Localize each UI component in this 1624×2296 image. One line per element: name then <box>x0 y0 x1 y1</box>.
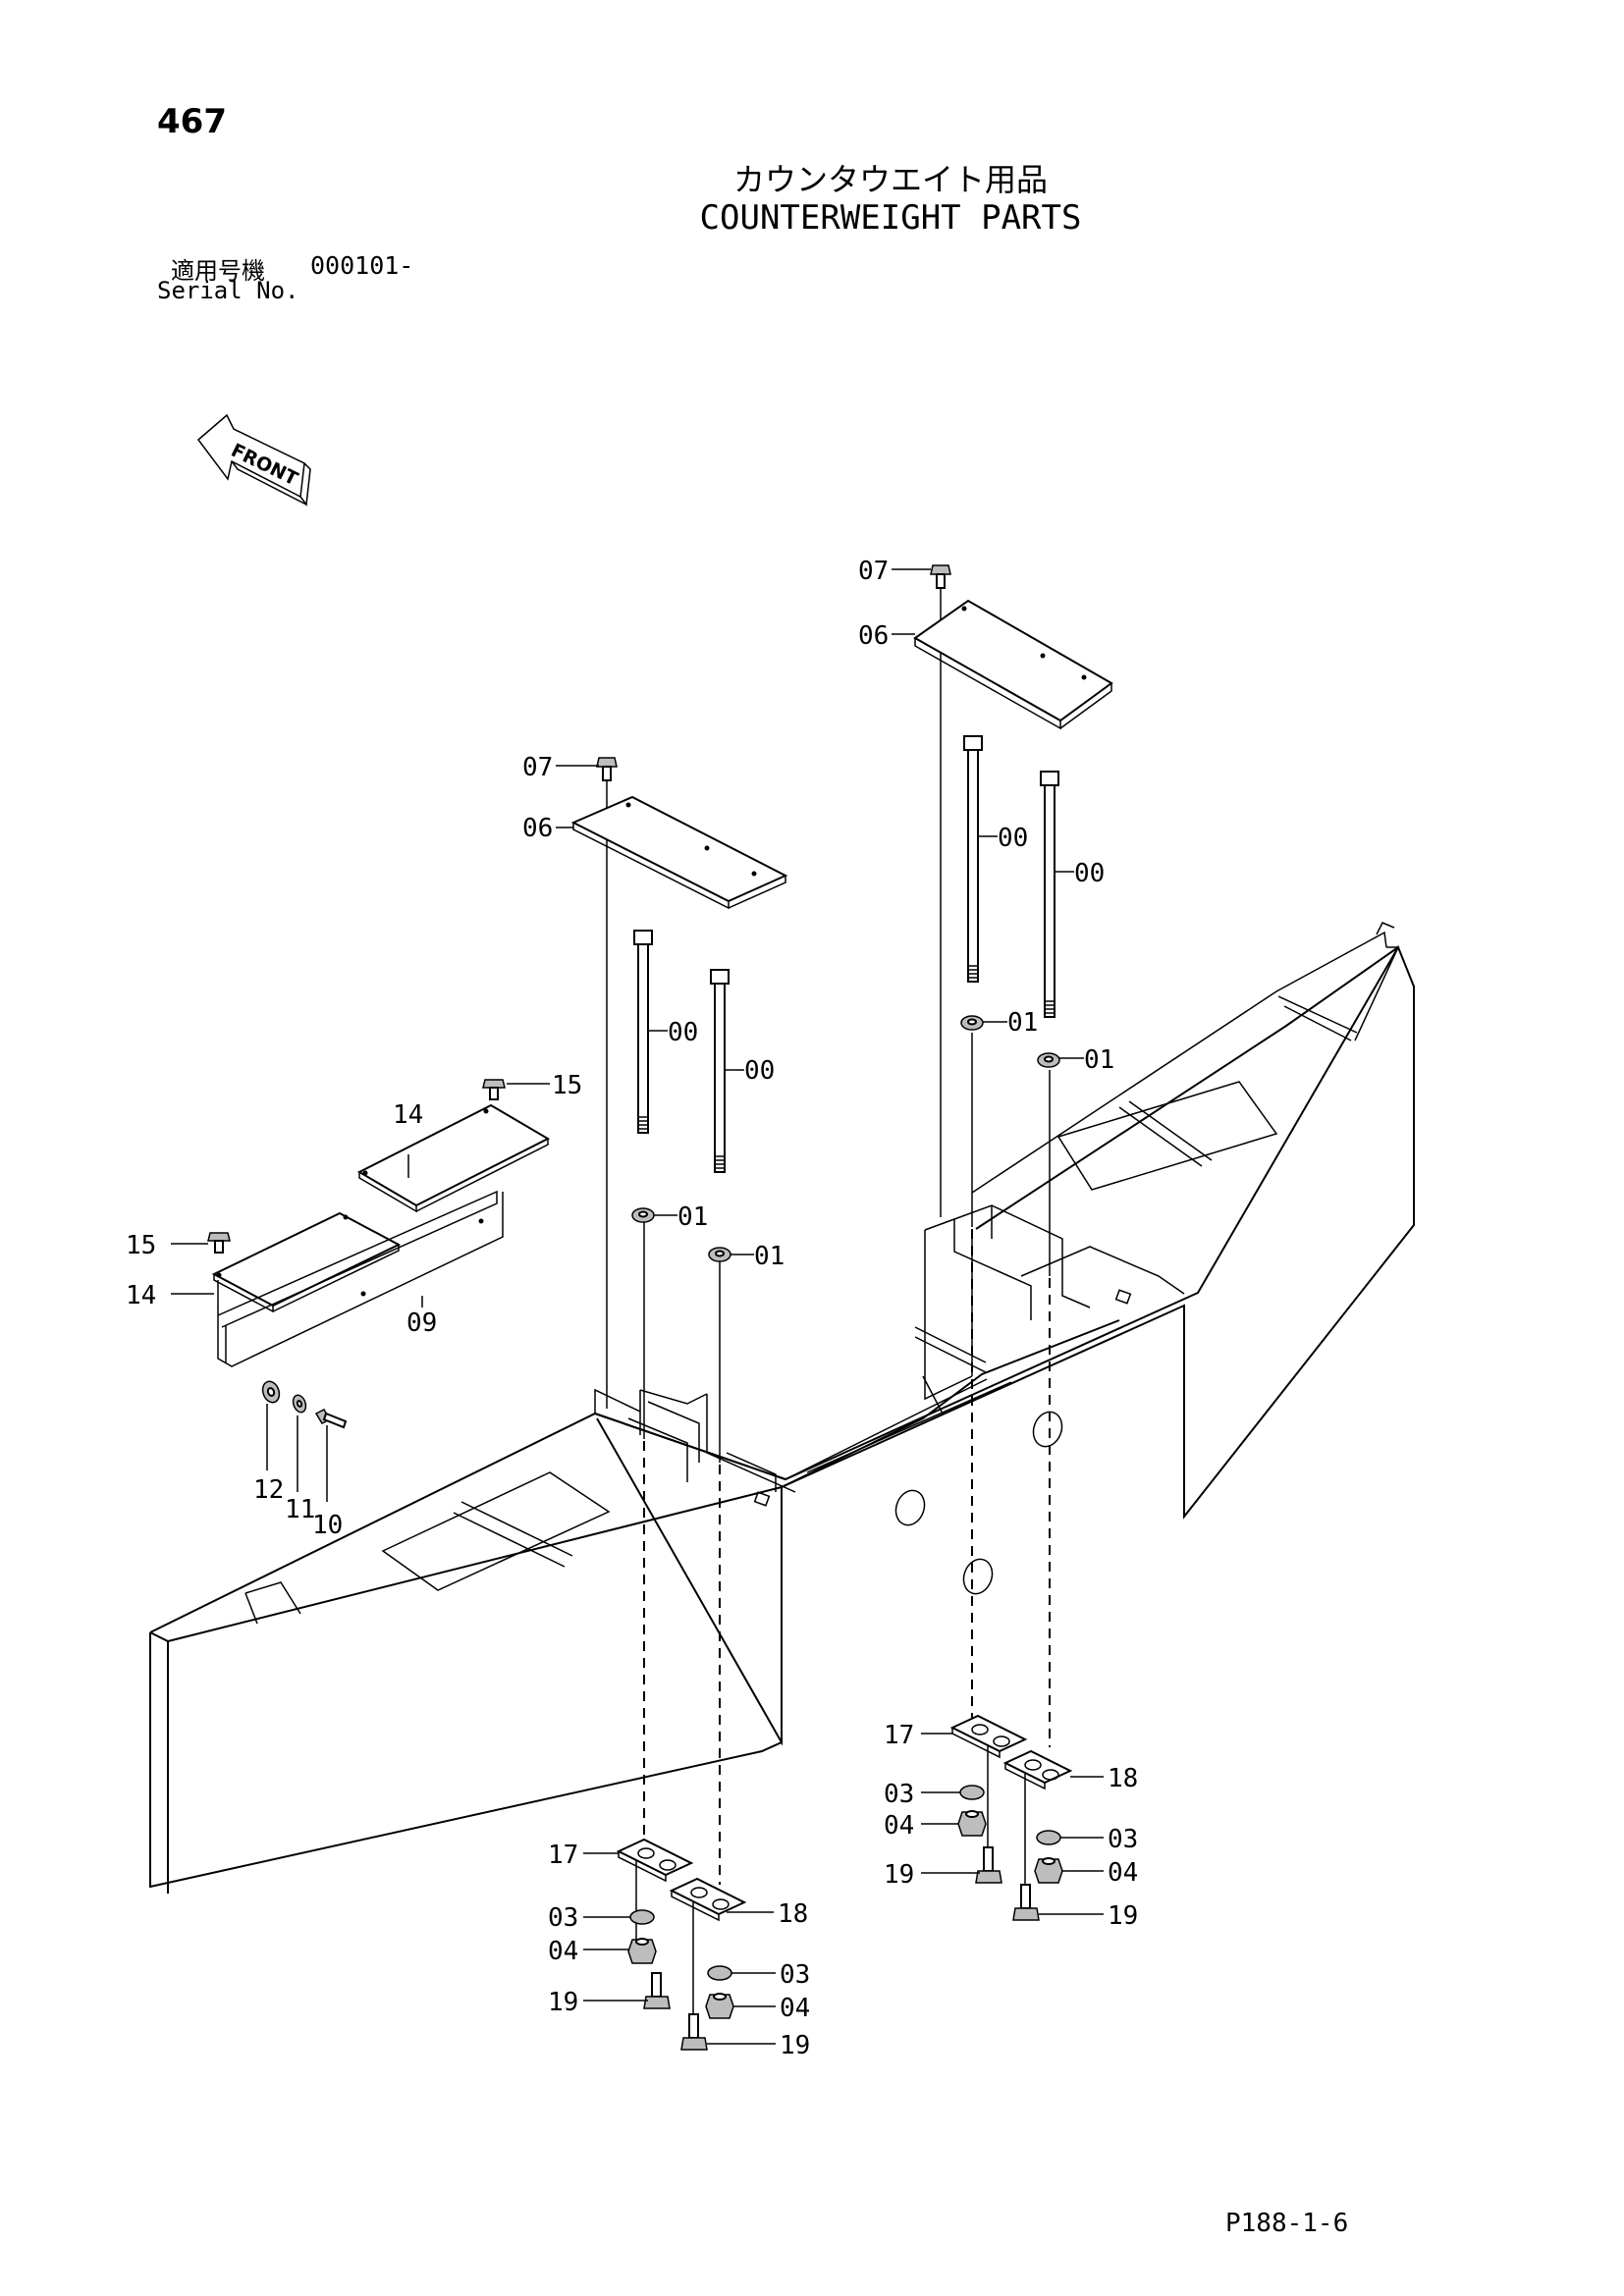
counterweight-body <box>149 922 1415 1894</box>
page-code: P188-1-6 <box>1225 2209 1349 2238</box>
bolt-15-lower-icon <box>207 1232 231 1254</box>
callout-17: 17 <box>548 1841 578 1870</box>
callout-00: 00 <box>668 1018 698 1047</box>
plate-18-right <box>1002 1749 1073 1790</box>
bolt-19-c-icon <box>975 1846 1002 1884</box>
callout-00: 00 <box>1074 859 1105 888</box>
callout-14: 14 <box>393 1100 423 1130</box>
serial-label-japanese: 適用号機 <box>171 257 265 285</box>
plate-18-left <box>669 1877 747 1922</box>
nut-04-a-icon <box>627 1938 657 1964</box>
callout-01: 01 <box>1084 1045 1114 1075</box>
small-hardware-leaders <box>266 1404 328 1502</box>
side-cover-rear <box>356 1103 551 1213</box>
callout-06: 06 <box>522 814 553 843</box>
callout-labels: 07 06 07 06 00 00 00 00 01 01 01 01 15 1… <box>126 557 1138 2060</box>
callout-03: 03 <box>884 1780 914 1809</box>
side-cover-front <box>211 1211 402 1313</box>
nut-04-d-icon <box>1034 1857 1063 1884</box>
callout-00: 00 <box>744 1056 775 1086</box>
bracket-09 <box>217 1190 504 1367</box>
bolt-15-upper-icon <box>482 1079 506 1100</box>
callout-00: 00 <box>998 824 1028 853</box>
callout-03: 03 <box>780 1960 810 1990</box>
page-number: 467 <box>157 102 227 141</box>
bolt-19-a-icon <box>643 1972 671 2009</box>
callout-09: 09 <box>406 1308 437 1338</box>
callout-07: 07 <box>858 557 889 586</box>
callout-leaders <box>171 568 1104 2045</box>
plate-17-right <box>949 1714 1028 1759</box>
callout-01: 01 <box>1007 1008 1038 1038</box>
callout-03: 03 <box>548 1903 578 1933</box>
washer-12-icon <box>261 1380 281 1404</box>
long-bolt-b-icon <box>710 969 730 1173</box>
callout-04: 04 <box>548 1937 578 1966</box>
callout-12: 12 <box>253 1475 284 1505</box>
callout-19: 19 <box>884 1860 914 1890</box>
long-bolt-c-icon <box>963 735 983 983</box>
washer-11-icon <box>292 1394 307 1414</box>
callout-06: 06 <box>858 621 889 651</box>
callout-04: 04 <box>884 1811 914 1841</box>
serial-number-value: 000101- <box>310 251 414 280</box>
cover-plate-right <box>913 599 1113 730</box>
callout-01: 01 <box>754 1242 785 1271</box>
bolt-07-right-icon <box>930 564 951 589</box>
page-title-japanese: カウンタウエイト用品 <box>732 161 1048 198</box>
plate-17-left <box>616 1838 694 1883</box>
callout-15: 15 <box>126 1231 156 1260</box>
nut-04-c-icon <box>957 1810 987 1837</box>
callout-19: 19 <box>548 1988 578 2017</box>
washer-01-c-icon <box>960 1015 984 1031</box>
front-arrow-icon: FRONT <box>196 413 311 507</box>
callout-11: 11 <box>285 1495 315 1524</box>
washer-03-c-icon <box>959 1785 985 1800</box>
long-bolt-a-icon <box>633 930 653 1134</box>
cover-plate-left <box>570 795 788 910</box>
washer-01-b-icon <box>708 1247 731 1262</box>
callout-10: 10 <box>312 1511 343 1540</box>
long-bolt-d-icon <box>1040 771 1059 1018</box>
callout-03: 03 <box>1108 1825 1138 1854</box>
callout-18: 18 <box>778 1899 808 1929</box>
washer-01-d-icon <box>1037 1052 1060 1068</box>
serial-label: Serial No. <box>157 277 299 304</box>
callout-19: 19 <box>1108 1901 1138 1931</box>
callout-18: 18 <box>1108 1764 1138 1793</box>
callout-15: 15 <box>552 1071 582 1100</box>
callout-07: 07 <box>522 753 553 782</box>
washer-03-d-icon <box>1036 1830 1061 1845</box>
washer-01-a-icon <box>631 1207 655 1223</box>
nut-04-b-icon <box>705 1993 734 2019</box>
bolt-19-d-icon <box>1012 1884 1040 1921</box>
washer-03-a-icon <box>629 1909 655 1925</box>
assembly-guide-lines <box>606 587 1051 2014</box>
callout-04: 04 <box>780 1994 810 2023</box>
callout-19: 19 <box>780 2031 810 2060</box>
bolt-19-b-icon <box>680 2013 708 2051</box>
bolt-10-icon <box>314 1409 348 1429</box>
bolt-07-left-icon <box>596 757 618 781</box>
page-title: COUNTERWEIGHT PARTS <box>699 198 1082 238</box>
washer-03-b-icon <box>707 1965 732 1981</box>
callout-04: 04 <box>1108 1858 1138 1888</box>
callout-01: 01 <box>677 1202 708 1232</box>
callout-14: 14 <box>126 1281 156 1310</box>
callout-17: 17 <box>884 1721 914 1750</box>
